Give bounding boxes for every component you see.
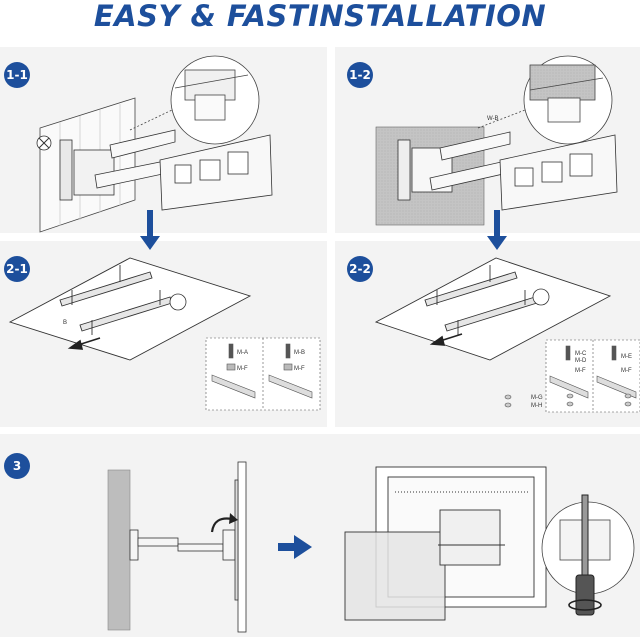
left-arrow-icon	[429, 333, 463, 346]
label-m-f-4: M-F	[621, 368, 632, 374]
tv-back-2-2	[374, 257, 612, 361]
label-m-f-1: M-F	[237, 366, 248, 372]
detail-circle-1-2	[477, 55, 613, 145]
vertical-brackets-2-1	[59, 265, 173, 335]
tv-front-view	[344, 466, 547, 621]
step-badge-1-1: 1-1	[4, 62, 30, 88]
detail-circle-1-1	[129, 55, 260, 145]
left-arrow-icon	[67, 337, 101, 350]
step-badge-3: 3	[4, 453, 30, 479]
label-m-f-3: M-F	[575, 368, 586, 374]
label-b: B	[63, 320, 67, 326]
articulating-arm-1-1	[94, 129, 273, 211]
label-m-a: M-A	[237, 350, 248, 356]
detail-circle-2-2	[532, 288, 550, 306]
down-arrow-icon	[140, 210, 160, 250]
hardware-box-2-1	[205, 337, 321, 411]
page-title: EASY & FASTINSTALLATION	[93, 0, 547, 33]
label-m-d: M-D	[575, 358, 587, 364]
step-badge-2-2: 2-2	[347, 256, 373, 282]
detail-circle-2-1	[169, 293, 187, 311]
label-m-b: M-B	[294, 350, 305, 356]
screwdriver-icon	[568, 494, 602, 616]
label-w-b: W-B	[487, 116, 499, 122]
hardware-box-2-2	[504, 339, 640, 413]
no-drill-icon	[36, 135, 52, 151]
tv-side-view	[234, 461, 247, 633]
step-badge-2-1: 2-1	[4, 256, 30, 282]
label-m-h: M-H	[531, 403, 542, 409]
arm-side-view	[129, 529, 236, 561]
right-arrow-icon	[278, 535, 312, 559]
label-m-f-2: M-F	[294, 366, 305, 372]
articulating-arm-1-2	[429, 131, 618, 211]
curved-arrow-icon	[210, 517, 233, 533]
down-arrow-icon	[487, 210, 507, 250]
label-m-e: M-E	[621, 354, 632, 360]
label-m-c: M-C	[575, 351, 587, 357]
step-badge-1-2: 1-2	[347, 62, 373, 88]
wall-side-view	[107, 469, 131, 631]
label-m-g: M-G	[531, 395, 543, 401]
